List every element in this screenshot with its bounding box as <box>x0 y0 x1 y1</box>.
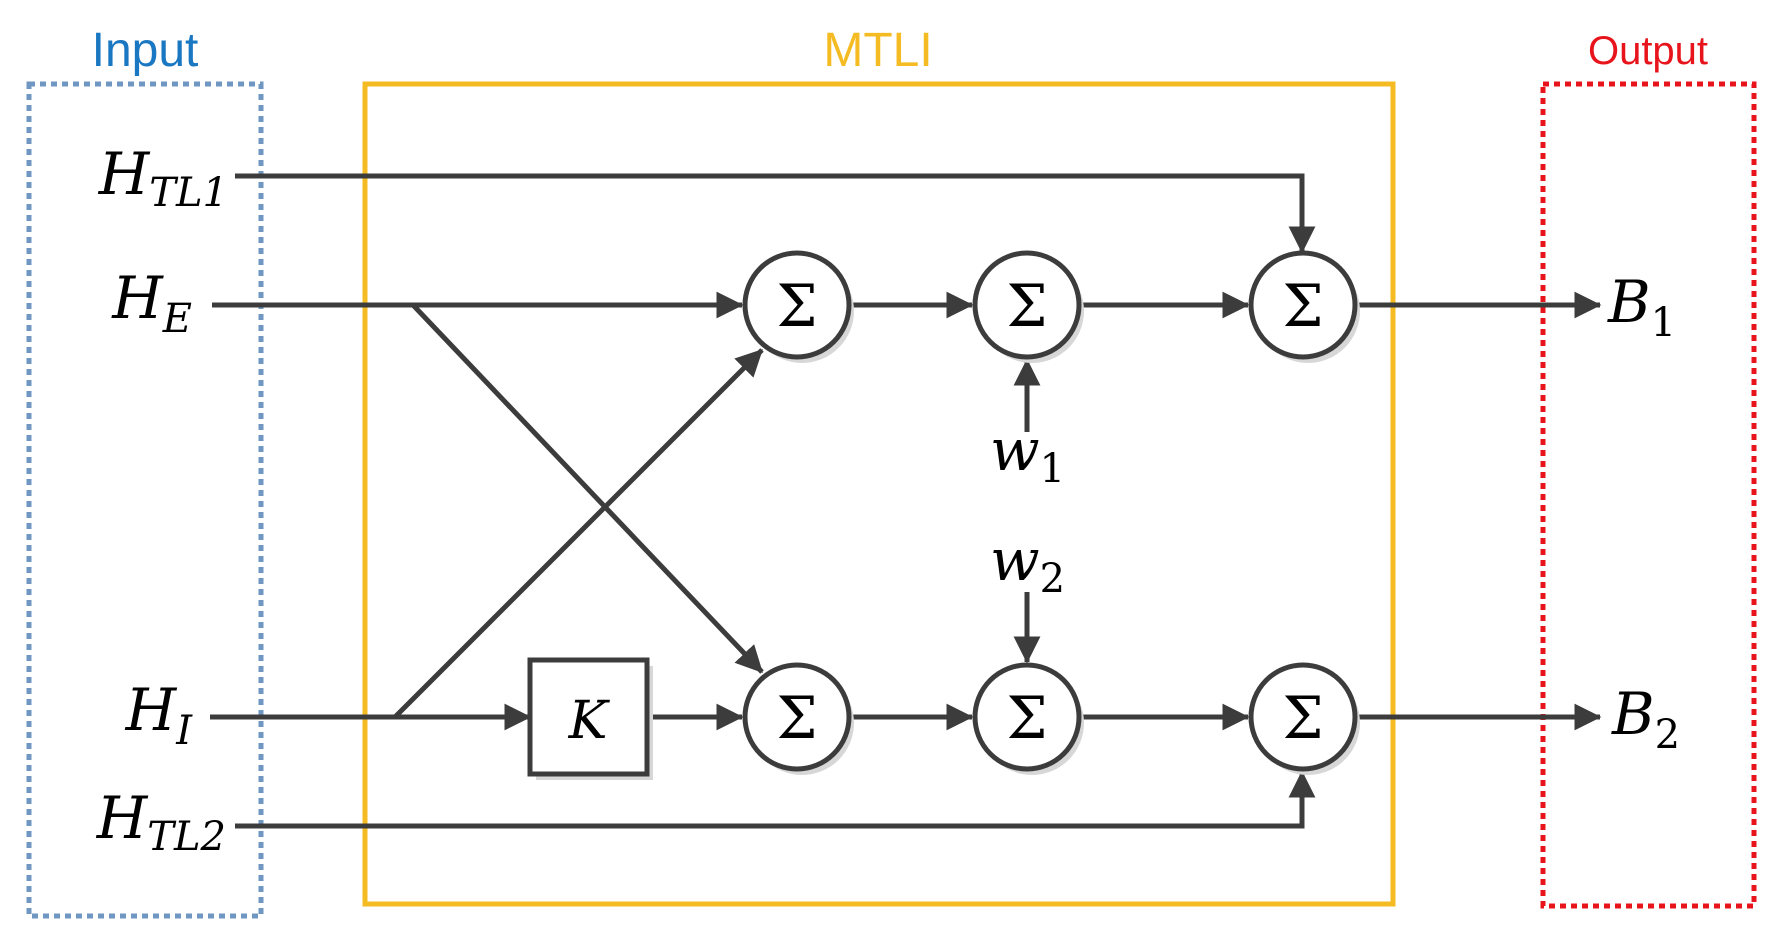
summing-node-top-3: Σ <box>1248 250 1360 363</box>
summing-node-symbol: Σ <box>776 684 817 752</box>
wire-hi-cross-to-sum-top-1 <box>393 348 764 719</box>
input-label-htl2: HTL2 <box>96 784 226 860</box>
summing-node-bottom-3: Σ <box>1248 662 1360 775</box>
summing-node-symbol: Σ <box>1282 684 1323 752</box>
mtli-group-box <box>362 81 1396 907</box>
input-label-he: HE <box>111 264 192 342</box>
summing-node-bottom-2: Σ <box>972 662 1084 775</box>
wire-htl1-to-sum-top-3 <box>235 173 1316 254</box>
output-group-box <box>1540 81 1757 909</box>
summing-node-symbol: Σ <box>776 272 817 340</box>
wire-htl2-to-sum-bottom-3 <box>235 770 1316 829</box>
weight-label-w2: w2 <box>990 526 1065 602</box>
output-label-b2: B2 <box>1611 680 1680 758</box>
wire-he-cross-to-sum-bottom-1 <box>411 303 764 674</box>
summing-node-bottom-1: Σ <box>742 662 854 775</box>
summing-node-symbol: Σ <box>1006 272 1047 340</box>
input-label-htl1: HTL1 <box>98 140 228 216</box>
summing-node-top-1: Σ <box>742 250 854 363</box>
summing-node-top-2: Σ <box>972 250 1084 363</box>
output-group-title: Output <box>1588 29 1708 73</box>
summing-node-symbol: Σ <box>1282 272 1323 340</box>
summing-node-symbol: Σ <box>1006 684 1047 752</box>
mtli-group-title: MTLI <box>823 24 932 77</box>
output-label-b1: B1 <box>1607 268 1676 346</box>
input-label-hi: HI <box>125 676 194 754</box>
input-group-title: Input <box>92 24 199 77</box>
input-group-box <box>26 81 264 919</box>
gain-block-k <box>527 657 650 777</box>
weight-label-w1: w1 <box>990 416 1065 492</box>
gain-block-label: K <box>568 691 611 751</box>
